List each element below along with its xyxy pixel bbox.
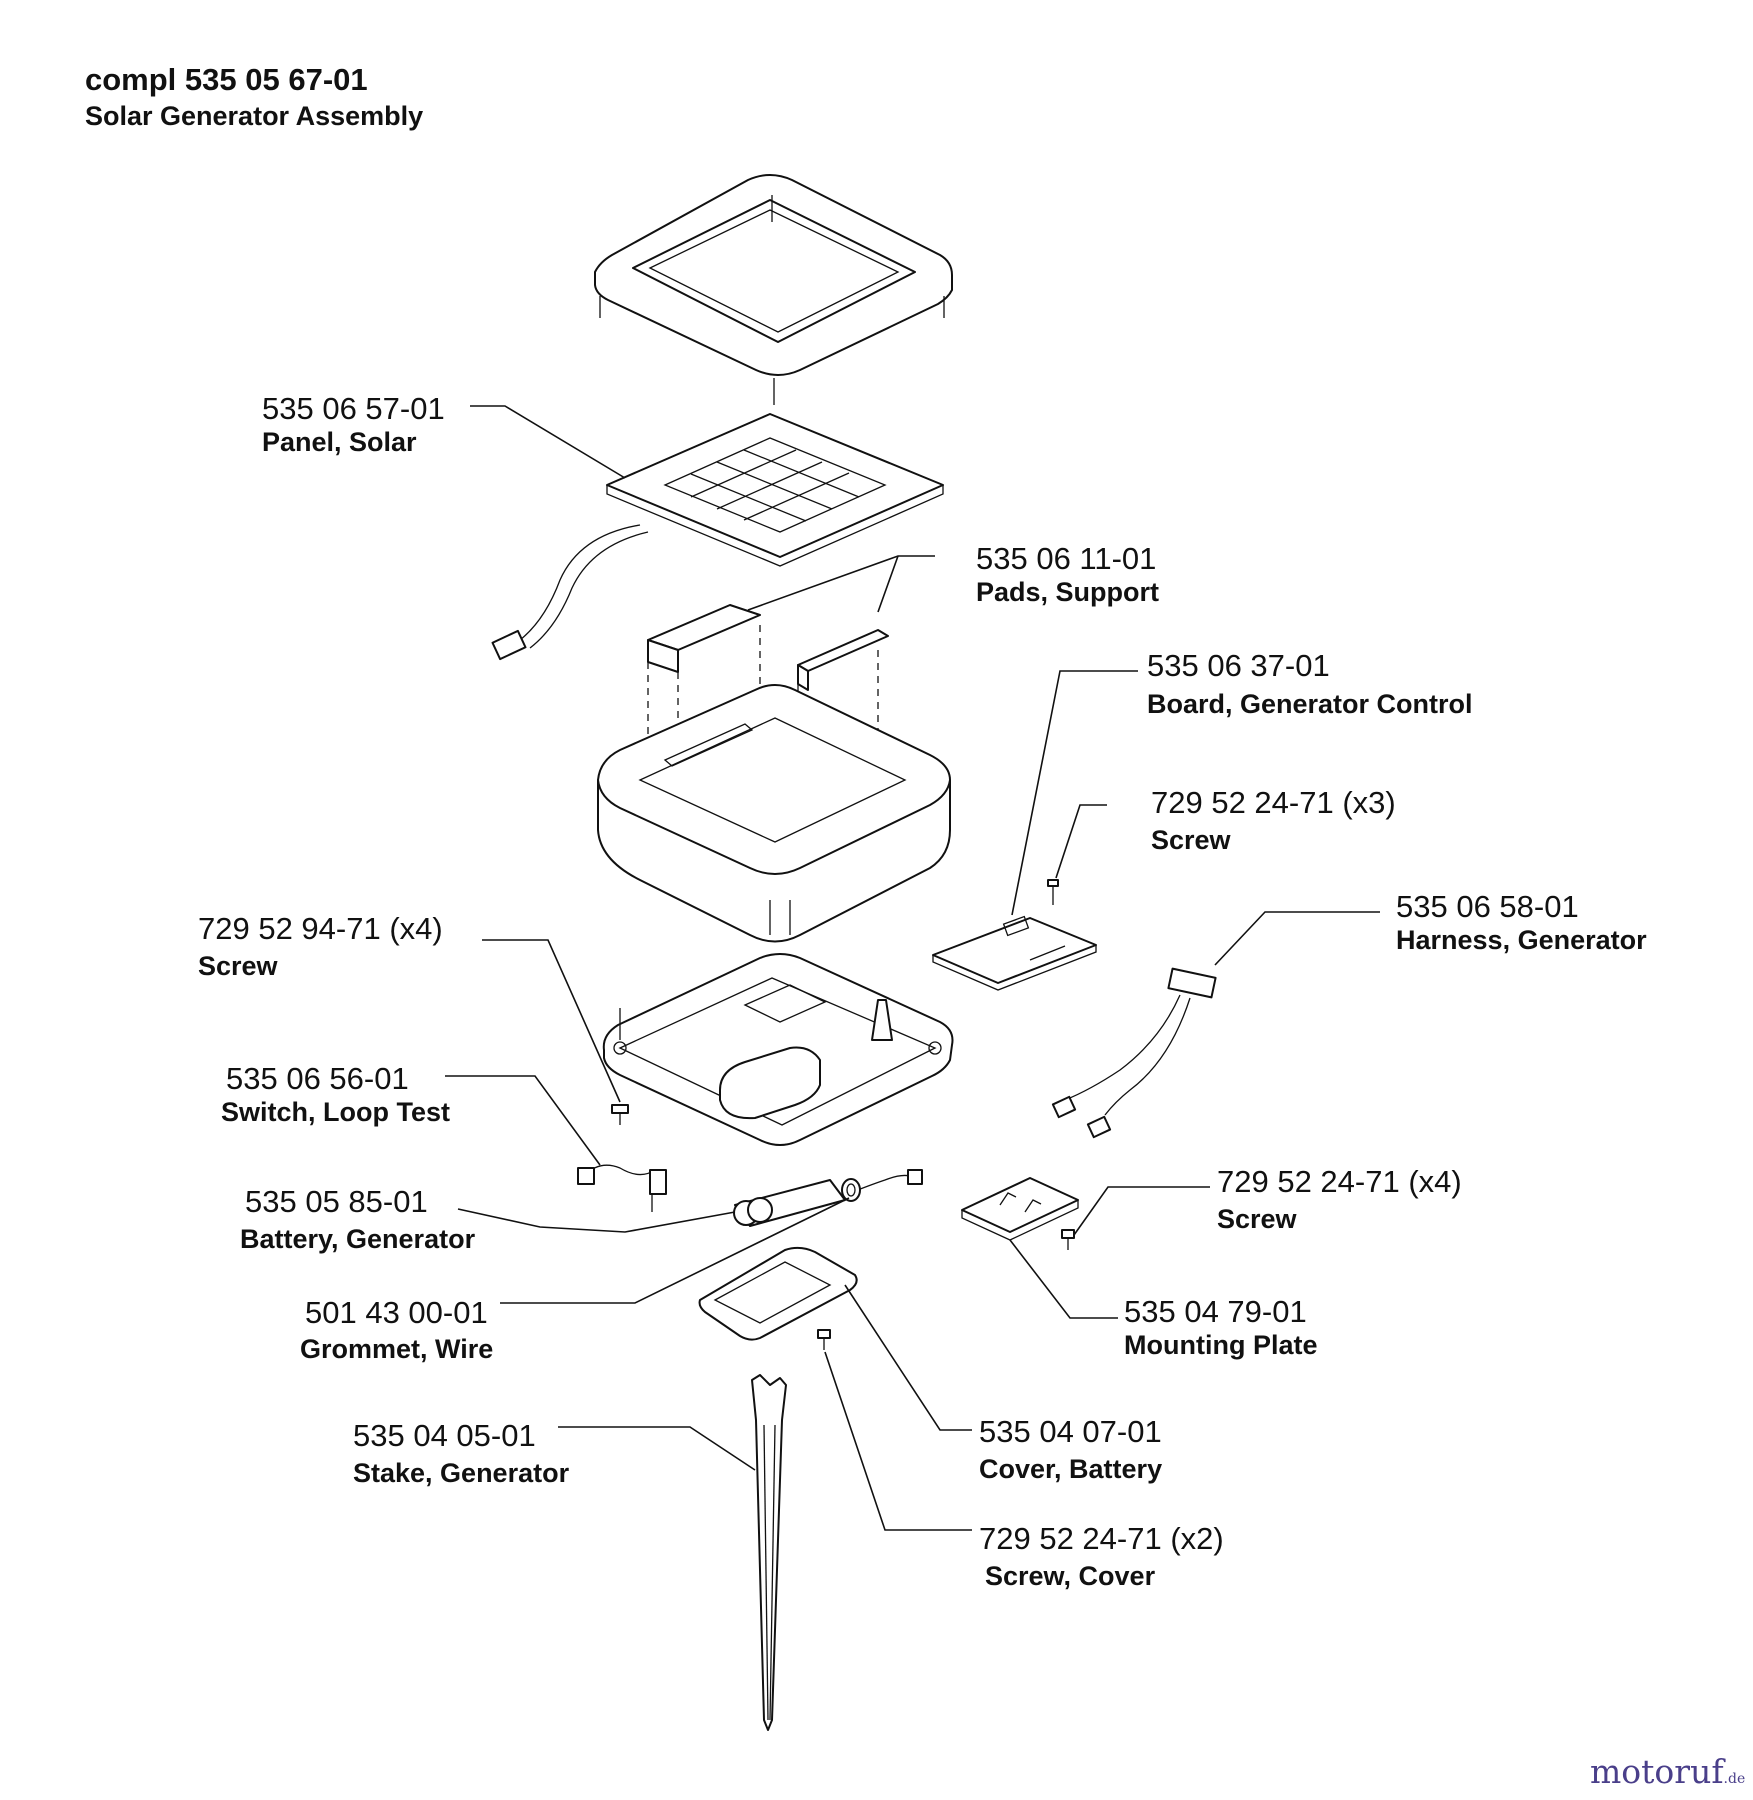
part-name: Stake, Generator bbox=[353, 1458, 570, 1488]
generator-harness-part bbox=[1051, 967, 1217, 1139]
part-label-cover-screw: 729 52 24-71 (x2) Screw, Cover bbox=[979, 1523, 1224, 1590]
part-name: Screw bbox=[1217, 1204, 1297, 1234]
watermark-brand: motoruf bbox=[1590, 1752, 1724, 1791]
battery-part bbox=[733, 1169, 923, 1227]
part-number: 535 06 37-01 bbox=[1147, 648, 1330, 683]
part-number: 535 06 56-01 bbox=[226, 1061, 409, 1096]
part-label-generator-stake: 535 04 05-01 Stake, Generator bbox=[353, 1420, 569, 1487]
part-label-board-screw: 729 52 24-71 (x3) Screw bbox=[1151, 787, 1396, 854]
housing-part bbox=[597, 684, 951, 943]
part-name: Board, Generator Control bbox=[1147, 689, 1473, 719]
part-number: 535 06 58-01 bbox=[1396, 889, 1579, 924]
generator-stake-part bbox=[751, 1374, 787, 1731]
assembly-title: Solar Generator Assembly bbox=[85, 101, 424, 131]
part-number: 535 06 57-01 bbox=[262, 391, 445, 426]
part-name: Harness, Generator bbox=[1396, 925, 1647, 955]
watermark-suffix: .de bbox=[1723, 1771, 1746, 1787]
part-number: 535 06 11-01 bbox=[976, 541, 1157, 576]
part-name: Panel, Solar bbox=[262, 427, 417, 457]
part-label-control-board: 535 06 37-01 Board, Generator Control bbox=[1147, 650, 1473, 718]
assembly-number: compl 535 05 67-01 bbox=[85, 62, 368, 97]
part-name: Pads, Support bbox=[976, 577, 1160, 607]
part-number: 729 52 24-71 (x3) bbox=[1151, 785, 1396, 820]
part-name: Screw bbox=[198, 951, 278, 981]
part-label-generator-battery: 535 05 85-01 Battery, Generator bbox=[240, 1184, 476, 1254]
control-board-part bbox=[932, 879, 1097, 991]
part-number: 729 52 24-71 (x4) bbox=[1217, 1164, 1462, 1199]
part-label-solar-panel: 535 06 57-01 Panel, Solar bbox=[262, 393, 445, 456]
mounting-plate-part bbox=[961, 1177, 1079, 1250]
part-number: 729 52 24-71 (x2) bbox=[979, 1521, 1224, 1556]
watermark-logo: motoruf.de bbox=[1590, 1755, 1745, 1788]
part-label-wire-grommet: 501 43 00-01 Grommet, Wire bbox=[300, 1295, 493, 1363]
leader-lines bbox=[445, 405, 1380, 1531]
part-label-base-screw: 729 52 94-71 (x4) Screw bbox=[198, 913, 443, 980]
part-name: Grommet, Wire bbox=[300, 1334, 494, 1364]
solar-panel-part bbox=[491, 413, 944, 661]
part-number: 501 43 00-01 bbox=[305, 1295, 488, 1330]
part-label-generator-harness: 535 06 58-01 Harness, Generator bbox=[1396, 891, 1647, 954]
base-plate-part bbox=[602, 953, 954, 1146]
part-number: 729 52 94-71 (x4) bbox=[198, 911, 443, 946]
part-name: Mounting Plate bbox=[1124, 1330, 1318, 1360]
part-name: Cover, Battery bbox=[979, 1454, 1163, 1484]
part-label-support-pads: 535 06 11-01 Pads, Support bbox=[976, 543, 1159, 606]
part-name: Switch, Loop Test bbox=[221, 1097, 450, 1127]
part-label-plate-screw: 729 52 24-71 (x4) Screw bbox=[1217, 1166, 1462, 1233]
wire-grommet-part bbox=[841, 1178, 861, 1202]
part-name: Screw bbox=[1151, 825, 1231, 855]
loop-test-switch-part bbox=[577, 1164, 667, 1212]
part-number: 535 04 05-01 bbox=[353, 1418, 536, 1453]
battery-cover-part bbox=[698, 1246, 858, 1350]
part-number: 535 05 85-01 bbox=[245, 1184, 428, 1219]
support-pads-part bbox=[647, 604, 889, 830]
part-name: Screw, Cover bbox=[985, 1561, 1156, 1591]
part-name: Battery, Generator bbox=[240, 1224, 476, 1254]
part-number: 535 04 79-01 bbox=[1124, 1294, 1307, 1329]
part-label-battery-cover: 535 04 07-01 Cover, Battery bbox=[979, 1416, 1162, 1483]
part-number: 535 04 07-01 bbox=[979, 1414, 1162, 1449]
frame-cover-part bbox=[594, 174, 953, 405]
part-label-loop-test-switch: 535 06 56-01 Switch, Loop Test bbox=[221, 1061, 450, 1127]
part-label-mounting-plate: 535 04 79-01 Mounting Plate bbox=[1124, 1296, 1317, 1359]
